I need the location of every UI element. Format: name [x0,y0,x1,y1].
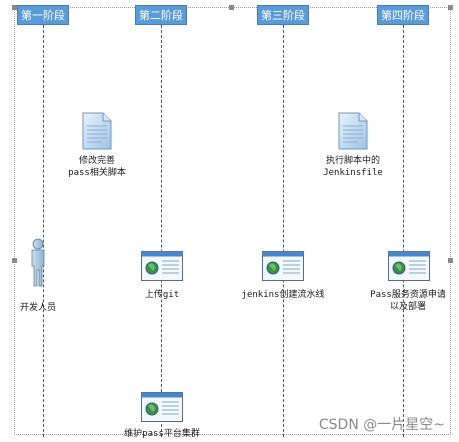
developer-node[interactable] [27,238,49,288]
exec-jenkinsfile-label: 执行脚本中的 Jenkinsfile [323,156,383,178]
modify-script-node[interactable] [82,112,112,150]
developer-label: 开发人员 [19,303,56,313]
jenkins-pipeline-label: jenkins创建流水线 [241,290,325,300]
resize-handle-middle-left[interactable] [12,258,17,263]
maintain-cluster-label: 维护pass平台集群 [124,429,200,439]
document-icon [82,112,112,150]
lane-header-stage-4: 第四阶段 [377,5,429,25]
upload-git-node[interactable] [141,251,183,281]
maintain-cluster-node[interactable] [141,392,183,422]
lane-header-stage-1: 第一阶段 [17,5,69,25]
lane-lifeline-stage-4 [403,25,404,437]
upload-git-label: 上传git [144,290,180,300]
document-icon [338,112,368,150]
browser-window-icon [141,392,183,422]
resize-handle-top-left[interactable] [12,5,17,10]
browser-window-icon [262,251,304,281]
resize-handle-middle-right[interactable] [448,258,453,263]
pass-deploy-node[interactable] [388,251,430,281]
resize-handle-top-middle[interactable] [229,5,234,10]
lane-header-stage-2: 第二阶段 [135,5,187,25]
watermark: CSDN @一片星空~ [318,417,445,433]
jenkins-pipeline-node[interactable] [262,251,304,281]
browser-window-icon [141,251,183,281]
lane-header-stage-3: 第三阶段 [257,5,309,25]
lane-lifeline-stage-2 [161,25,162,437]
diagram-frame [14,7,451,435]
resize-handle-top-right[interactable] [448,5,453,10]
modify-script-label: 修改完善 pass相关脚本 [68,156,126,178]
pass-deploy-label: Pass服务资源申请 以及部署 [370,290,446,312]
lane-lifeline-stage-1 [43,25,44,437]
browser-window-icon [388,251,430,281]
exec-jenkinsfile-node[interactable] [338,112,368,150]
lane-lifeline-stage-3 [283,25,284,437]
person-icon [31,238,45,287]
